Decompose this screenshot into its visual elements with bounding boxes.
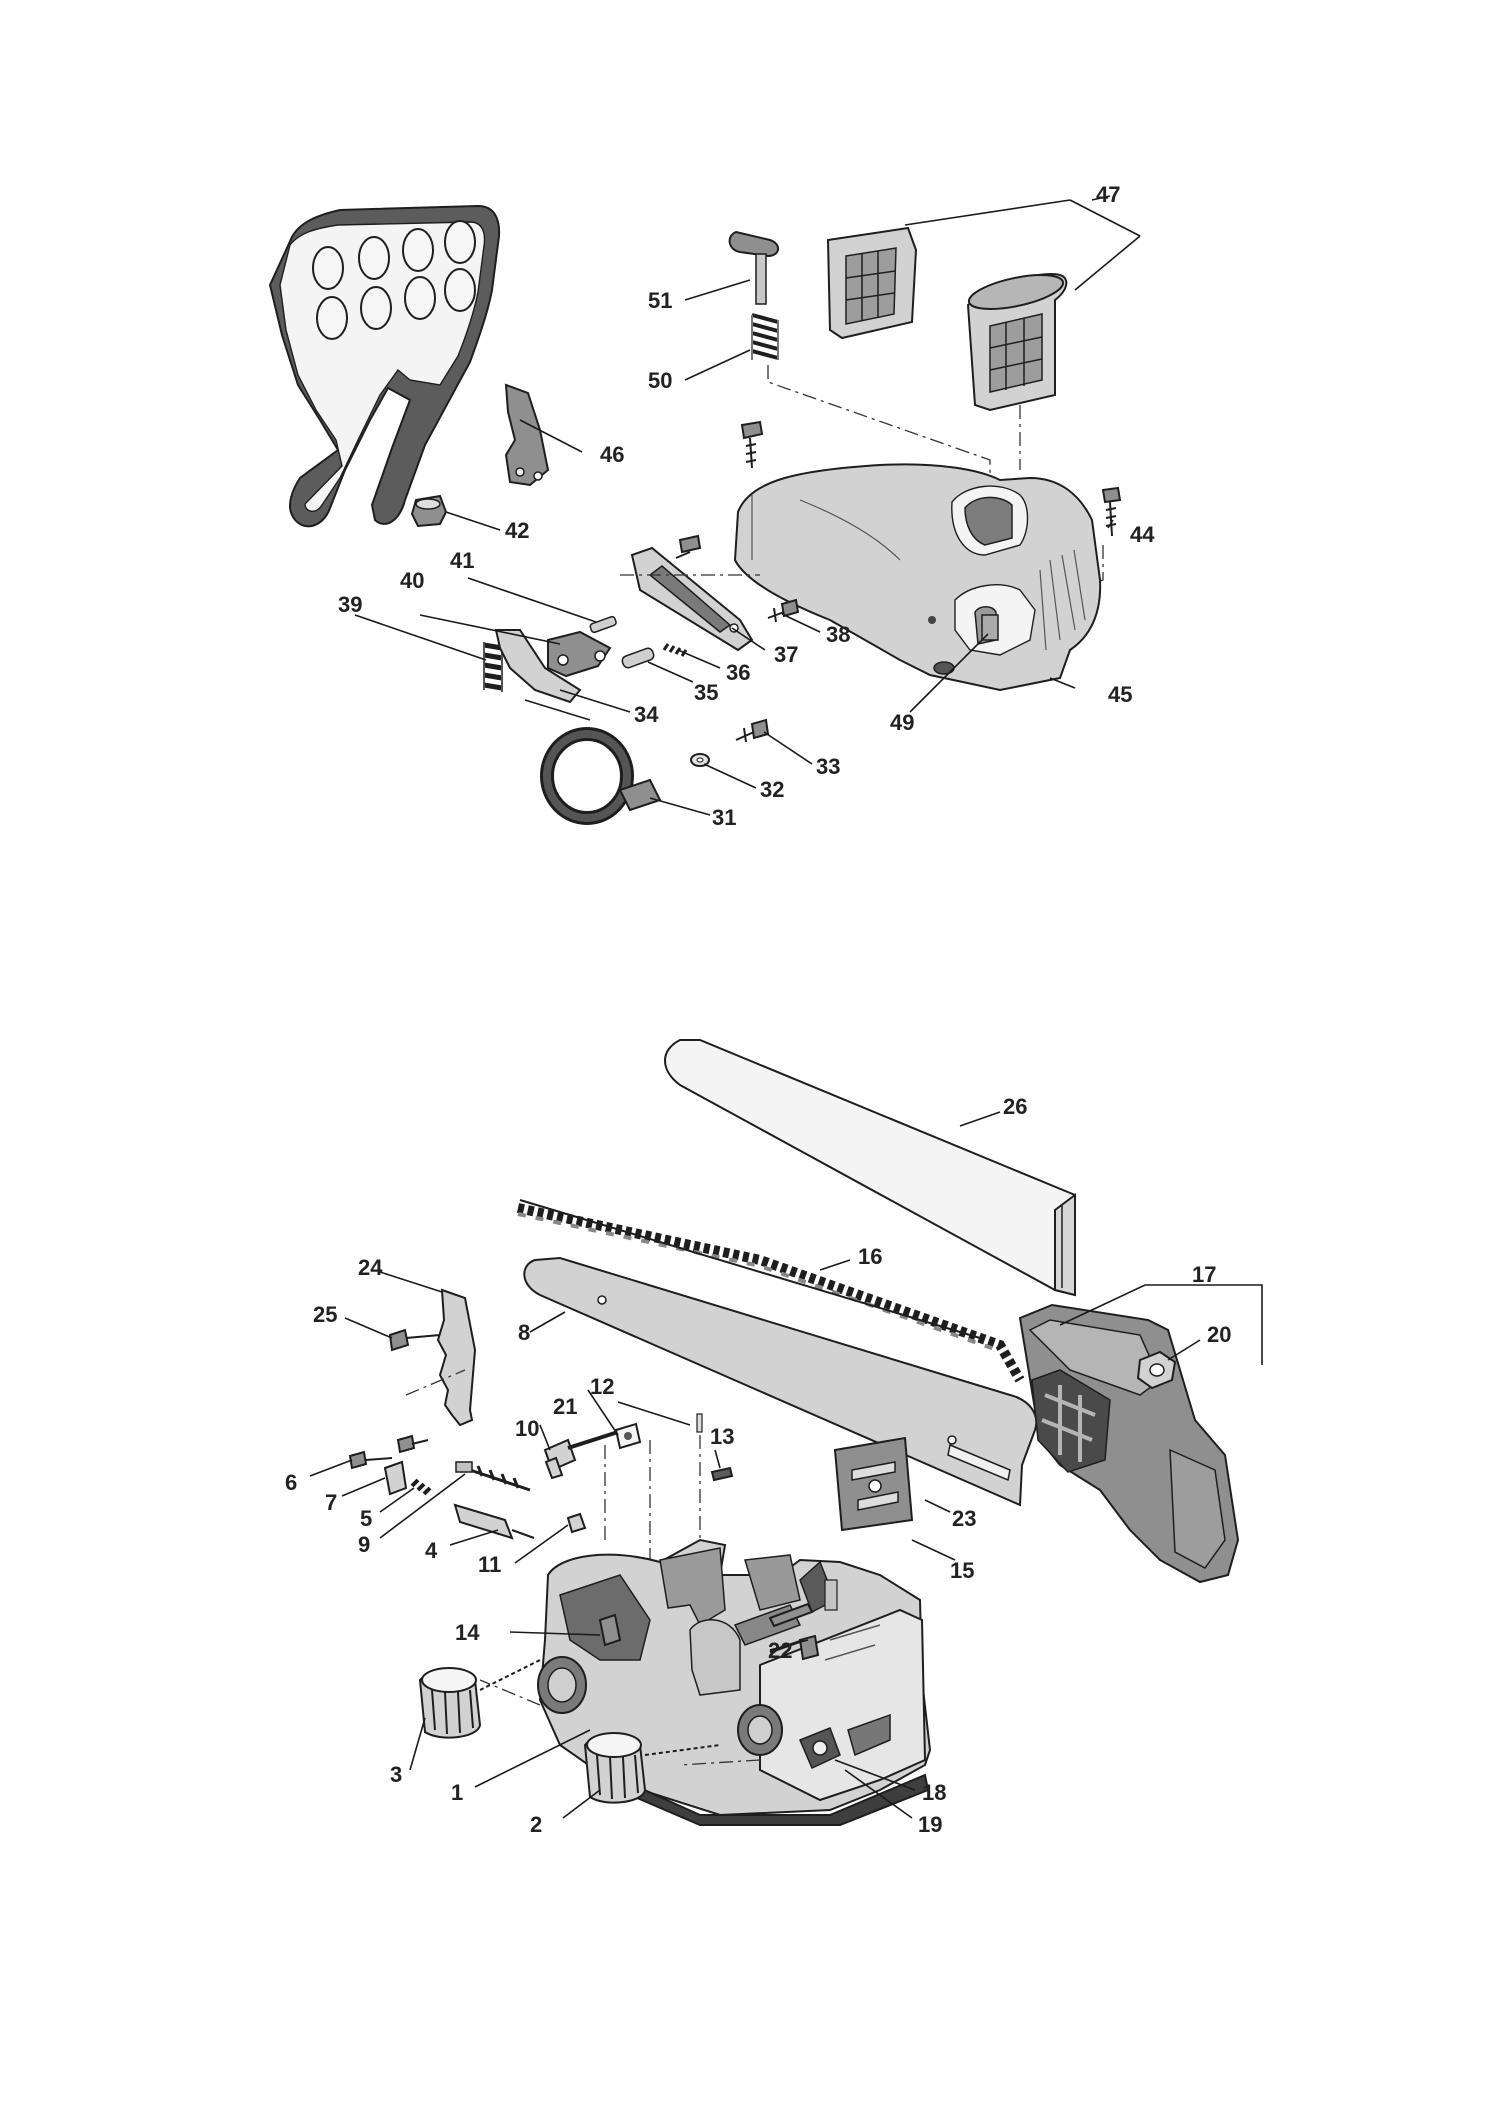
part-label-1: 1 — [451, 1780, 463, 1805]
part-label-36: 36 — [726, 660, 750, 685]
part-label-47: 47 — [1096, 182, 1120, 207]
brake-pins-part — [547, 615, 688, 678]
hand-guard-part — [268, 204, 550, 528]
part-label-3: 3 — [390, 1762, 402, 1787]
part-label-16: 16 — [858, 1244, 882, 1269]
leader-lines-lower — [309, 1111, 1263, 1819]
screw-part — [740, 420, 764, 469]
part-label-26: 26 — [1003, 1094, 1027, 1119]
upper-assembly: 47 51 50 46 42 44 41 40 39 38 37 36 35 3… — [268, 182, 1155, 830]
part-label-2: 2 — [530, 1812, 542, 1837]
screw-part — [735, 718, 770, 743]
part-label-14: 14 — [455, 1620, 480, 1645]
sprocket-cover-part — [1018, 1303, 1240, 1584]
guide-bar-part — [523, 1256, 1038, 1507]
bar-cover-part — [664, 1039, 1076, 1297]
spring-part — [751, 313, 779, 360]
part-label-21: 21 — [553, 1394, 577, 1419]
part-label-8: 8 — [518, 1320, 530, 1345]
part-label-24: 24 — [358, 1255, 383, 1280]
part-label-46: 46 — [600, 442, 624, 467]
part-label-6: 6 — [285, 1470, 297, 1495]
knob-part — [728, 230, 779, 305]
part-label-38: 38 — [826, 622, 850, 647]
part-label-15: 15 — [950, 1558, 974, 1583]
lower-assembly: 26 16 17 20 24 25 8 12 21 10 13 6 7 5 9 … — [285, 1039, 1263, 1837]
part-label-44: 44 — [1130, 522, 1155, 547]
part-label-4: 4 — [425, 1538, 438, 1563]
part-label-10: 10 — [515, 1416, 539, 1441]
screw-part — [1101, 486, 1122, 537]
labels-lower: 26 16 17 20 24 25 8 12 21 10 13 6 7 5 9 … — [285, 1094, 1231, 1837]
part-label-41: 41 — [450, 548, 474, 573]
part-label-50: 50 — [648, 368, 672, 393]
part-label-45: 45 — [1108, 682, 1132, 707]
bushing-part — [981, 614, 999, 641]
labels-upper: 47 51 50 46 42 44 41 40 39 38 37 36 35 3… — [338, 182, 1155, 830]
knob-part — [583, 1732, 721, 1804]
part-label-33: 33 — [816, 754, 840, 779]
part-label-22: 22 — [768, 1638, 792, 1663]
brake-lever-part — [494, 629, 591, 721]
knob-part — [418, 1659, 541, 1739]
part-label-18: 18 — [922, 1780, 946, 1805]
part-label-37: 37 — [774, 642, 798, 667]
part-label-7: 7 — [325, 1490, 337, 1515]
part-label-19: 19 — [918, 1812, 942, 1837]
part-label-34: 34 — [634, 702, 659, 727]
nut-part — [1136, 1350, 1177, 1390]
chain-plate-part — [833, 1436, 914, 1532]
part-label-39: 39 — [338, 592, 362, 617]
part-label-31: 31 — [712, 805, 736, 830]
bumper-spike-part — [388, 1288, 477, 1427]
part-label-13: 13 — [710, 1424, 734, 1449]
part-label-12: 12 — [590, 1374, 614, 1399]
brake-cover-part — [620, 534, 800, 652]
part-label-23: 23 — [952, 1506, 976, 1531]
part-label-42: 42 — [505, 518, 529, 543]
part-label-20: 20 — [1207, 1322, 1231, 1347]
part-label-9: 9 — [358, 1532, 370, 1557]
part-label-11: 11 — [478, 1552, 501, 1577]
part-label-40: 40 — [400, 568, 424, 593]
part-label-51: 51 — [648, 288, 672, 313]
washer-part — [690, 753, 710, 767]
part-label-35: 35 — [694, 680, 718, 705]
part-label-49: 49 — [890, 710, 914, 735]
part-label-17: 17 — [1192, 1262, 1216, 1287]
part-label-5: 5 — [360, 1506, 372, 1531]
sleeve-nut-part — [410, 494, 448, 528]
leader-lines-upper — [354, 195, 1141, 816]
part-label-32: 32 — [760, 777, 784, 802]
brake-band-part — [540, 727, 662, 825]
saw-chain-part — [516, 1199, 1025, 1383]
part-label-25: 25 — [313, 1302, 337, 1327]
brake-spring-part — [483, 642, 503, 692]
air-filter-part — [826, 226, 1068, 412]
